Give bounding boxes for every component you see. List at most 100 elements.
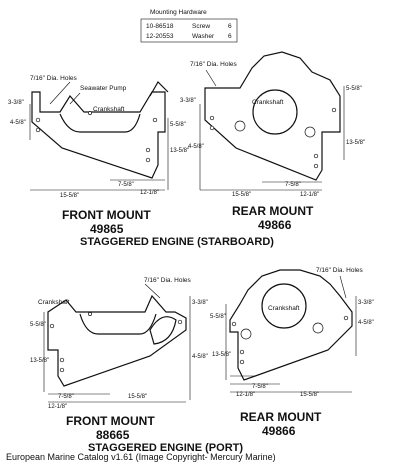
mount-hole: [231, 321, 237, 327]
dim-f: 12-1/8": [236, 392, 255, 398]
dim-a: 3-3/8": [180, 98, 196, 104]
dim-c: 4-5/8": [192, 354, 208, 360]
starboard-front-bracket: [31, 91, 166, 179]
dim-a: 3-3/8": [192, 300, 208, 306]
holes-label: 7/16" Dia. Holes: [316, 267, 363, 274]
starboard-group-title: STAGGERED ENGINE (STARBOARD): [80, 236, 274, 248]
leader-line: [205, 69, 217, 87]
dim-b: 5-5/8": [30, 322, 46, 328]
dim-g: 15-5/8": [300, 392, 319, 398]
leader-line: [144, 283, 161, 299]
mount-hole: [343, 315, 349, 321]
mount-hole: [209, 115, 215, 121]
hardware-part-2: 12-20553: [146, 33, 174, 40]
crankshaft-opening: [261, 283, 307, 329]
holes-label: 7/16" Dia. Holes: [144, 277, 191, 284]
dim-c: 5-5/8": [170, 122, 186, 128]
starboard-front-ear: [149, 81, 169, 97]
footer-caption: European Marine Catalog v1.61 (Image Cop…: [6, 452, 276, 462]
starboard-rear-plate: [204, 51, 341, 181]
dim-g: 15-5/8": [60, 193, 79, 199]
starboard-front-mount-drawing: 7/16" Dia. Holes Seawater Pump Crankshaf…: [8, 75, 189, 199]
mount-hole: [239, 349, 245, 355]
leader-line: [49, 81, 71, 105]
dim-c: 5-5/8": [210, 314, 226, 320]
holes-label: 7/16" Dia. Holes: [30, 75, 77, 82]
mount-hole: [313, 153, 319, 159]
mount-hole: [239, 359, 245, 365]
mount-hole: [145, 157, 151, 163]
hardware-box: [140, 18, 238, 43]
mount-hole: [145, 147, 151, 153]
leader-line: [69, 92, 81, 105]
port-front-pump-outline: [149, 316, 177, 345]
port-rear-mount-part: 49866: [262, 424, 296, 438]
starboard-rear-mount-drawing: 7/16" Dia. Holes Crankshaft 3-3/8" 4-5/8…: [180, 51, 365, 198]
port-front-mount-part: 88665: [96, 428, 130, 442]
hardware-title: Mounting Hardware: [150, 9, 207, 16]
mount-hole: [59, 357, 65, 363]
mount-hole: [49, 323, 55, 329]
starboard-front-mount-part: 49865: [90, 222, 124, 236]
dim-b: 4-5/8": [358, 320, 374, 326]
port-rear-plate: [229, 269, 353, 381]
crankshaft-opening: [252, 89, 298, 135]
dim-d: 13-5/8": [346, 140, 365, 146]
dim-e: 7-5/8": [252, 384, 268, 390]
starboard-rear-mount-name: REAR MOUNT: [232, 204, 314, 218]
dim-f: 12-1/8": [140, 190, 159, 196]
dim-b: 4-5/8": [188, 144, 204, 150]
port-rear-mount-drawing: 7/16" Dia. Holes Crankshaft 3-3/8" 4-5/8…: [210, 267, 374, 398]
mount-hole: [35, 127, 41, 133]
hardware-name-1: Screw: [192, 23, 210, 30]
port-front-crossmember: [79, 313, 157, 335]
hardware-part-1: 10-86518: [146, 23, 174, 30]
dim-e: 7-5/8": [118, 182, 134, 188]
crankshaft-label: Crankshaft: [93, 106, 125, 113]
crankshaft-point: [88, 312, 92, 316]
dim-e: 7-5/8": [285, 182, 301, 188]
seawater-pump-label: Seawater Pump: [80, 85, 127, 92]
hardware-qty-2: 6: [228, 33, 232, 40]
mount-hole: [35, 117, 41, 123]
mount-hole: [209, 125, 215, 131]
hardware-qty-1: 6: [228, 23, 232, 30]
port-rear-mount-name: REAR MOUNT: [240, 410, 322, 424]
mount-hole: [177, 319, 183, 325]
starboard-front-crossmember: [59, 113, 141, 133]
mount-hole: [240, 328, 252, 340]
dim-f: 12-1/8": [300, 192, 319, 198]
starboard-front-mount-name: FRONT MOUNT: [62, 208, 151, 222]
mount-hole: [234, 120, 246, 132]
mount-hole: [313, 163, 319, 169]
mount-hole: [304, 126, 316, 138]
dim-g: 15-5/8": [128, 394, 147, 400]
crankshaft-label: Crankshaft: [252, 99, 284, 106]
hardware-name-2: Washer: [192, 33, 215, 40]
port-front-bracket: [47, 294, 187, 387]
dim-d: 13-5/8": [170, 148, 189, 154]
dim-d: 13-5/8": [212, 352, 231, 358]
dim-g: 15-5/8": [232, 192, 251, 198]
port-group-title: STAGGERED ENGINE (PORT): [88, 442, 243, 454]
leader-line: [339, 275, 347, 299]
mount-hole: [152, 117, 158, 123]
dim-e: 7-5/8": [58, 394, 74, 400]
crankshaft-label: Crankshaft: [268, 305, 300, 312]
dim-f: 12-1/8": [48, 404, 67, 410]
hardware-table: Mounting Hardware 10-86518 Screw 6 12-20…: [140, 9, 238, 43]
holes-label: 7/16" Dia. Holes: [190, 61, 237, 68]
mount-hole: [312, 322, 324, 334]
dim-b: 4-5/8": [10, 120, 26, 126]
port-front-mount-name: FRONT MOUNT: [66, 414, 155, 428]
dim-a: 3-3/8": [8, 100, 24, 106]
dim-c: 5-5/8": [346, 86, 362, 92]
crankshaft-label: Crankshaft: [38, 299, 70, 306]
crankshaft-point: [88, 111, 92, 115]
dim-a: 3-3/8": [358, 300, 374, 306]
starboard-rear-mount-part: 49866: [258, 218, 292, 232]
port-front-mount-drawing: 7/16" Dia. Holes Crankshaft 3-3/8" 5-5/8…: [30, 277, 208, 410]
dim-d: 13-5/8": [30, 358, 49, 364]
